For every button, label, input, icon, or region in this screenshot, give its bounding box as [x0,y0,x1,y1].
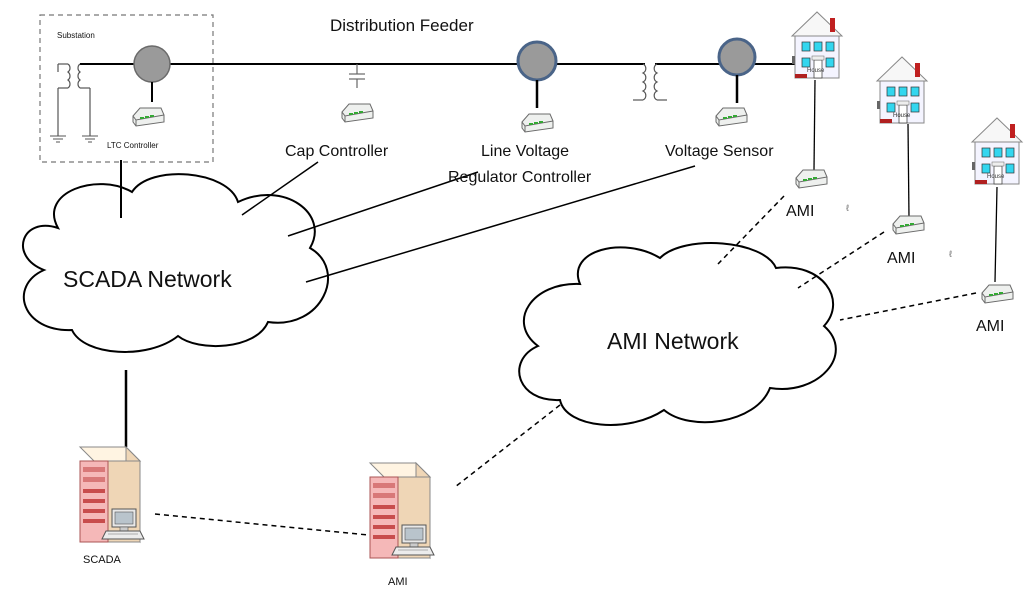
cap-controller-label: Cap Controller [285,143,389,160]
ltc-node [133,45,171,83]
ami-network-label: AMI Network [607,328,739,354]
voltage-sensor-node [717,37,757,77]
link-ami-meter-3 [839,292,977,321]
voltage-sensor-icon[interactable] [715,107,748,127]
scada-network-label: SCADA Network [63,266,232,292]
cap-controller-icon[interactable] [341,103,374,123]
ami-meter-icon[interactable] [892,215,925,235]
distribution-feeder-label: Distribution Feeder [330,16,474,35]
voltage-regulator-node [516,40,558,82]
link-ami-meter-2 [797,231,885,289]
line-voltage-regulator-controller-icon[interactable] [521,113,554,133]
ami-meter-label: AMI [887,250,916,267]
feeder-transformer-icon [633,63,667,101]
ami-server-icon[interactable] [369,462,435,559]
ami-network-cloud [518,242,837,426]
line-voltage-label: Line Voltage [481,143,570,160]
ami-meter-label: AMI [786,203,815,220]
link-cap-scada [241,161,319,216]
scada-server-label: SCADA [83,554,121,566]
link-scada-ami-servers [154,513,369,536]
ltc-controller-label: LTC Controller [107,141,159,150]
voltage-sensor-label: Voltage Sensor [665,143,774,160]
ground-icon [49,135,67,143]
ltc-controller-icon[interactable] [132,107,165,127]
svg-text:ℓ: ℓ [949,249,953,259]
ami-meter-icon[interactable] [795,169,828,189]
link-regulator-scada [287,171,479,237]
substation-label: Substation [57,31,95,40]
link-ami-server-network [454,404,561,488]
regulator-controller-label: Regulator Controller [448,169,592,186]
ami-meter-label: AMI [976,318,1005,335]
house-label: House [987,174,1005,180]
link-sensor-scada [305,165,696,283]
substation-boundary [39,14,214,163]
scada-server-icon[interactable] [79,446,145,543]
ami-server-label: AMI [388,576,408,588]
capacitor-icon [349,64,365,88]
substation-transformer-icon [57,63,91,136]
ami-meter-icon[interactable] [981,284,1014,304]
scada-network-cloud [22,173,329,353]
link-ami-meter-1 [717,195,785,265]
ground-icon [81,135,99,143]
svg-text:ℓ: ℓ [846,203,850,213]
house-label: House [807,68,825,74]
house-label: House [893,113,911,119]
